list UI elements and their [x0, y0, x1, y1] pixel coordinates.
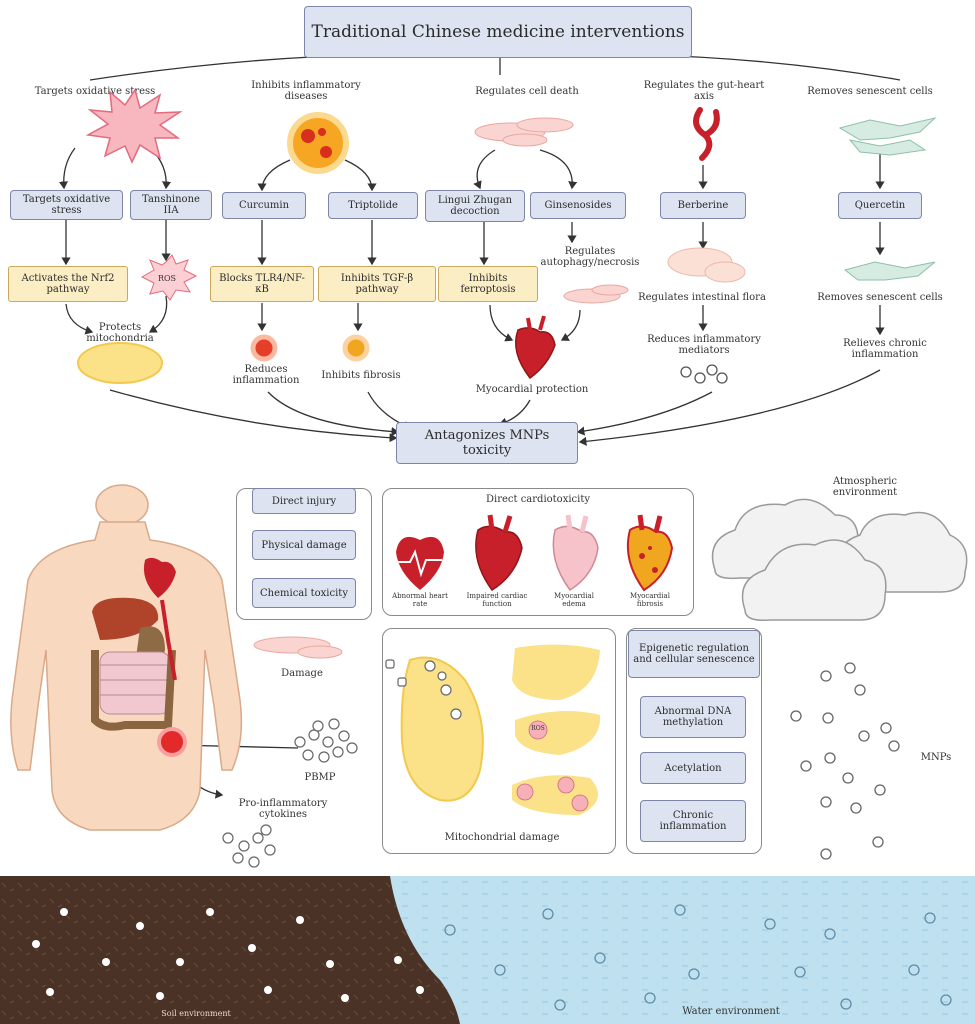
damage-label: Damage — [281, 668, 323, 679]
soil-environment-area — [0, 876, 460, 1024]
impaired-heart-icon — [475, 514, 523, 592]
mech-inhibits-tgf: Inhibits TGF-β pathway — [318, 266, 436, 302]
agent-targets-oxidative: Targets oxidative stress — [10, 190, 123, 220]
mech-inhibits-ferroptosis: Inhibits ferroptosis — [438, 266, 538, 302]
page-title: Traditional Chinese medicine interventio… — [311, 21, 685, 42]
mediator-particles — [680, 364, 728, 384]
epi-item-acetylation: Acetylation — [640, 752, 746, 784]
soil-label: Soil environment — [161, 1009, 231, 1018]
cytokines-label: Pro-inflammatory cytokines — [238, 798, 328, 820]
mech-activates-nrf: Activates the Nrf2 pathway — [8, 266, 128, 302]
cytokine-particles — [222, 824, 276, 868]
ros-tag: ROS — [531, 725, 545, 732]
pbmp-particles — [294, 718, 358, 763]
oxidative-burst-icon — [85, 88, 183, 164]
water-label: Water environment — [682, 1006, 780, 1017]
mitochondrion-large-icon — [400, 656, 484, 802]
ros-label: ROS — [157, 274, 177, 283]
title-box: Traditional Chinese medicine interventio… — [304, 6, 692, 58]
agent-quercetin: Quercetin — [838, 192, 922, 219]
antagonizes-box: Antagonizes MNPs toxicity — [396, 422, 578, 464]
atmosphere-label: Atmospheric environment — [832, 476, 898, 498]
category-celldeath: Regulates cell death — [475, 86, 579, 97]
outcome-reduces-mediators: Reduces inflammatory mediators — [647, 334, 761, 356]
outcome-myocardial-protection: Myocardial protection — [475, 384, 589, 395]
pbmp-label: PBMP — [304, 772, 336, 783]
heart-vessel-icon — [693, 107, 720, 161]
category-gutheart: Regulates the gut-heart axis — [643, 80, 765, 102]
inflammation-site-icon — [157, 727, 187, 757]
cardiotoxicity-title: Direct cardiotoxicity — [485, 494, 591, 505]
mech-regulates-autophagy: Regulates autophagy/necrosis — [540, 246, 640, 268]
cardio-item-1: Impaired cardiac function — [466, 592, 528, 608]
body-heart-icon — [143, 557, 177, 681]
category-senescent: Removes senescent cells — [807, 86, 933, 97]
edema-heart-icon — [552, 514, 599, 592]
senescent-cells-icon — [838, 117, 937, 156]
autophagy-cells-icon — [563, 284, 629, 304]
heart-anatomy-icon — [515, 315, 556, 380]
outcome-inhibits-fibrosis: Inhibits fibrosis — [321, 370, 401, 381]
physical-damage-box: Physical damage — [252, 530, 356, 560]
agent-berberine: Berberine — [660, 192, 746, 219]
cardio-item-3: Myocardial fibrosis — [630, 592, 670, 608]
epigenetic-title: Epigenetic regulation and cellular senes… — [628, 630, 760, 678]
epi-item-dna-methylation: Abnormal DNA methylation — [640, 696, 746, 738]
outcome-protects-mito: Protects mitochondria — [86, 322, 154, 344]
intestinal-flora-icon — [667, 247, 746, 283]
agent-triptolide: Triptolide — [328, 192, 418, 219]
direct-injury-title: Direct injury — [252, 488, 356, 514]
agent-curcumin: Curcumin — [222, 192, 306, 219]
outcome-relieves-chronic: Relieves chronic inflammation — [843, 338, 927, 360]
mito-damage-label: Mitochondrial damage — [444, 832, 560, 843]
colon-icon — [91, 649, 176, 731]
outcome-regulates-flora: Regulates intestinal flora — [638, 292, 766, 303]
outcome-reduces-inflammation: Reduces inflammation — [232, 364, 300, 386]
damage-cells-icon — [253, 636, 343, 659]
mnps-label: MNPs — [920, 752, 952, 763]
inflamed-cell-small-icon — [250, 334, 278, 362]
mech-blocks-nfkb: Blocks TLR4/NF-κB — [210, 266, 314, 302]
heart-rate-icon — [396, 536, 444, 590]
cardio-item-2: Myocardial edema — [554, 592, 594, 608]
outcome-removes-senescent: Removes senescent cells — [817, 292, 943, 303]
mito-fragment-1 — [512, 644, 600, 700]
chemical-toxicity-box: Chemical toxicity — [252, 578, 356, 608]
category-oxidative: Targets oxidative stress — [34, 86, 156, 97]
agent-ginsenosides: Ginsenosides — [530, 192, 626, 219]
category-inflammatory: Inhibits inflammatory diseases — [251, 80, 361, 102]
agent-tanshinone: Tanshinone IIA — [130, 190, 212, 220]
fibrosis-cell-small-icon — [342, 334, 370, 362]
mitochondrion-icon — [77, 342, 163, 384]
inflamed-cell-icon — [287, 112, 349, 174]
senescent-cells-small-icon — [843, 261, 936, 281]
cardio-item-0: Abnormal heart rate — [392, 592, 448, 608]
fibrosis-heart-icon — [626, 514, 674, 592]
epi-item-chronic-inflammation: Chronic inflammation — [640, 800, 746, 842]
agent-lingui: Lingui Zhugan decoction — [425, 190, 525, 222]
pink-cells-icon — [474, 117, 574, 147]
